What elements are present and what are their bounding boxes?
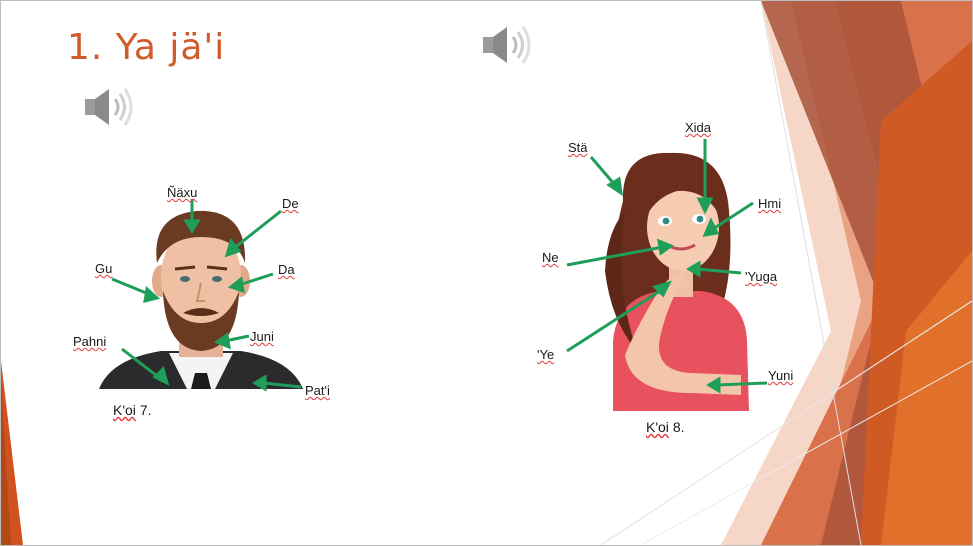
- label-yuga: 'Yuga: [745, 269, 777, 284]
- label-pati: Pat'i: [305, 383, 330, 398]
- label-sta: Stä: [568, 140, 588, 155]
- caption-figure-8: K'oi 8.: [646, 419, 685, 435]
- caption-number: 7.: [140, 402, 152, 418]
- label-yuni: Yuni: [768, 368, 793, 383]
- label-ye: 'Ye: [537, 347, 554, 362]
- label-naxu: Ñäxu: [167, 185, 197, 200]
- label-ne: Ne: [542, 250, 559, 265]
- caption-word: K'oi: [646, 419, 669, 435]
- label-juni: Juni: [250, 329, 274, 344]
- caption-figure-7: K'oi 7.: [113, 402, 152, 418]
- label-da: Da: [278, 262, 295, 277]
- label-gu: Gu: [95, 261, 112, 276]
- label-xida: Xida: [685, 120, 711, 135]
- label-pahni: Pahni: [73, 334, 106, 349]
- caption-word: K'oi: [113, 402, 136, 418]
- caption-number: 8.: [673, 419, 685, 435]
- label-de: De: [282, 196, 299, 211]
- label-hmi: Hmi: [758, 196, 781, 211]
